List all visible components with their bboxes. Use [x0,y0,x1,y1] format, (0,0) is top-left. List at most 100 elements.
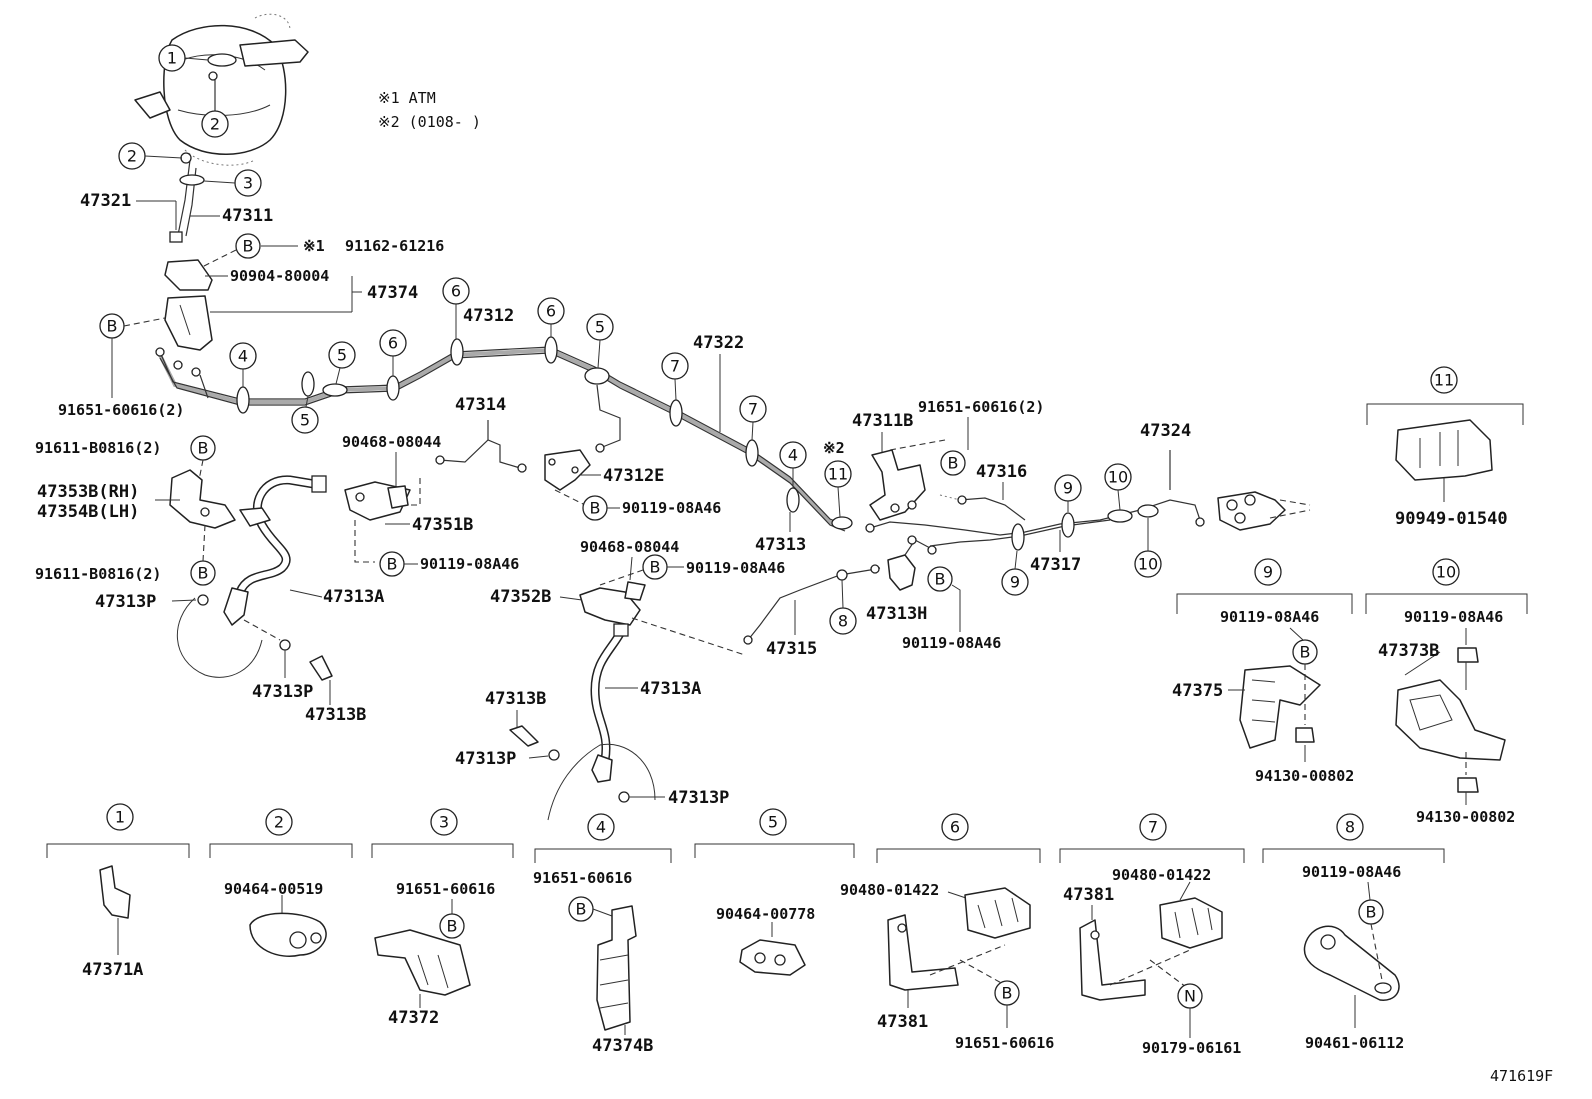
rear-brake-lines [865,450,1311,551]
svg-text:5: 5 [595,318,605,337]
svg-text:6: 6 [950,818,960,837]
label-91611-B0816-b: 91611-B0816(2) [35,565,161,583]
bracket-47311B-drawing [869,439,946,521]
callout-7-a: 7 [661,352,689,401]
label-90464-00778: 90464-00778 [716,905,815,923]
label-90119-08A46-f: 90119-08A46 [1404,608,1503,626]
svg-text:10: 10 [1108,468,1128,487]
svg-text:11: 11 [1434,371,1454,390]
callout-2-top: 2 [201,110,229,138]
label-47374B: 47374B [592,1036,653,1056]
svg-text:B: B [243,237,254,256]
svg-text:5: 5 [300,411,310,430]
group-6: 6 B [876,813,1041,1028]
callout-9-a: 9 [1054,474,1082,512]
label-47313B-left: 47313B [305,705,366,725]
svg-text:B: B [576,900,587,919]
svg-text:B: B [198,439,209,458]
svg-text:N: N [1184,987,1196,1006]
label-90468-08044-b: 90468-08044 [580,538,679,556]
label-47313P-c: 47313P [455,749,516,769]
label-47313A-center: 47313A [640,679,701,699]
group-2: 2 [209,808,353,957]
callout-9-b: 9 [1001,550,1029,596]
label-47381-b: 47381 [1063,885,1114,905]
brake-pipe-lines-master [169,53,237,243]
label-47313H: 47313H [866,604,927,624]
label-94130-00802-a: 94130-00802 [1255,767,1354,785]
svg-text:2: 2 [127,147,137,166]
group-5: 5 [694,808,855,976]
label-47313P-b: 47313P [252,682,313,702]
svg-text:1: 1 [115,808,125,827]
group-7: 7 N [1059,813,1245,1038]
label-47313: 47313 [755,535,806,555]
label-90468-08044-a: 90468-08044 [342,433,441,451]
callout-5-b: 5 [291,395,319,434]
pipe-47314 [435,420,527,473]
master-cylinder-drawing [134,13,309,166]
group-1: 1 [46,803,190,955]
label-47381-a: 47381 [877,1012,928,1032]
callout-b-91162: B [199,233,298,269]
flex-hose-47313A-center [547,623,656,821]
svg-text:B: B [1300,643,1311,662]
label-47317: 47317 [1030,555,1081,575]
marker-1: ※1 [303,237,325,255]
svg-text:B: B [590,499,601,518]
label-90119-08A46-c: 90119-08A46 [686,559,785,577]
svg-text:3: 3 [243,174,253,193]
marker-2: ※2 [823,439,845,457]
bracket-47312E-drawing [544,449,591,506]
svg-text:B: B [948,454,959,473]
label-47315: 47315 [766,639,817,659]
label-47352B: 47352B [490,587,551,607]
label-90119-08A46-b: 90119-08A46 [420,555,519,573]
group-11: 11 [1366,366,1524,502]
callout-b-47312E: B [582,495,620,521]
svg-text:5: 5 [337,346,347,365]
callout-10-b: 10 [1134,518,1162,578]
svg-text:2: 2 [210,115,220,134]
callout-3: 3 [203,169,262,197]
callout-7-b: 7 [739,395,767,441]
bracket-47313H-drawing [887,535,937,591]
flex-hose-47313A-left [176,475,327,678]
svg-text:1: 1 [167,49,177,68]
callout-5-c: 5 [586,313,614,369]
figure-number: 471619F [1490,1067,1553,1085]
label-90119-08A46-e: 90119-08A46 [1220,608,1319,626]
svg-text:7: 7 [1148,818,1158,837]
label-47311B: 47311B [852,411,913,431]
label-47311: 47311 [222,206,273,226]
svg-text:4: 4 [596,818,606,837]
label-91651-60616-e: 91651-60616 [955,1034,1054,1052]
label-47312E: 47312E [603,466,664,486]
bracket-47353B-drawing [169,469,236,529]
svg-text:8: 8 [838,612,848,631]
callout-10-a: 10 [1104,463,1132,511]
svg-text:B: B [650,558,661,577]
label-47313B-center: 47313B [485,689,546,709]
label-47324: 47324 [1140,421,1191,441]
callout-b-47352B: B [599,554,684,586]
svg-text:10: 10 [1138,555,1158,574]
svg-text:9: 9 [1063,479,1073,498]
svg-text:8: 8 [1345,818,1355,837]
label-94130-00802-b: 94130-00802 [1416,808,1515,826]
callout-1-top: 1 [158,44,209,72]
svg-text:9: 9 [1010,573,1020,592]
bolt-47313B-left [309,655,333,681]
callout-5-a: 5 [328,341,356,385]
callout-6-a: 6 [379,329,407,376]
svg-text:7: 7 [670,357,680,376]
label-47316: 47316 [976,462,1027,482]
label-91162-61216: 91162-61216 [345,237,444,255]
pipe-clips [236,336,853,530]
group-4: 4 B [534,813,672,1035]
svg-text:7: 7 [748,400,758,419]
label-47314: 47314 [455,395,506,415]
svg-text:9: 9 [1263,563,1273,582]
svg-text:B: B [1002,984,1013,1003]
label-47375: 47375 [1172,681,1223,701]
